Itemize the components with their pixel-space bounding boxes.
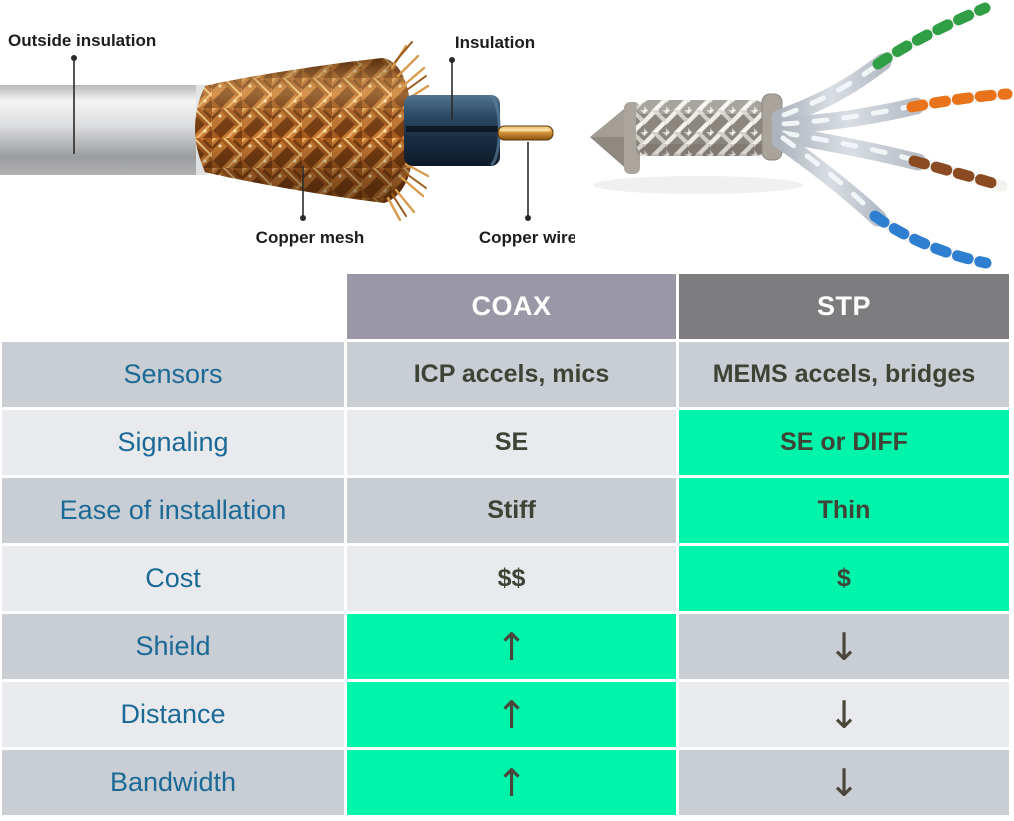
coax-column-header: COAX: [347, 274, 676, 339]
coax-value-cell: ↑: [347, 750, 676, 815]
comparison-table: COAX STP Sensors ICP accels, mics MEMS a…: [2, 274, 1009, 815]
coax-value-cell: $$: [347, 546, 676, 611]
coax-value-cell: ↑: [347, 682, 676, 747]
row-label-cell: Sensors: [2, 342, 344, 407]
stp-cable-image: [590, 2, 1013, 269]
stp-value-cell: ↓: [679, 682, 1009, 747]
coax-value-cell: ↑: [347, 614, 676, 679]
coax-copper-mesh: [195, 41, 433, 222]
coax-copper-wire: [497, 125, 554, 141]
blue-white-pair: [771, 131, 992, 269]
stp-braided-shield: [636, 100, 768, 156]
stp-value-cell: SE or DIFF: [679, 410, 1009, 475]
row-label-cell: Shield: [2, 614, 344, 679]
outside-insulation-callout: Outside insulation: [8, 31, 156, 154]
copper-mesh-callout: Copper mesh: [256, 166, 365, 247]
corner-cell: [2, 274, 344, 339]
row-label-cell: Ease of installation: [2, 478, 344, 543]
coax-outer-jacket: [0, 85, 220, 175]
row-label-cell: Cost: [2, 546, 344, 611]
insulation-callout: Insulation: [449, 33, 535, 120]
coax-cable-image: Outside insulation Insulation Copper mes…: [0, 31, 575, 247]
row-label-cell: Distance: [2, 682, 344, 747]
copper-wire-label: Copper wire: [479, 228, 575, 247]
cable-shadow: [593, 176, 803, 194]
stp-value-cell: ↓: [679, 614, 1009, 679]
copper-wire-callout: Copper wire: [479, 142, 575, 247]
coax-value-cell: SE: [347, 410, 676, 475]
copper-mesh-label: Copper mesh: [256, 228, 365, 247]
stp-value-cell: ↓: [679, 750, 1009, 815]
brown-white-pair: [771, 125, 1008, 192]
green-white-pair: [771, 2, 991, 127]
coax-value-cell: ICP accels, mics: [347, 342, 676, 407]
stp-column-header: STP: [679, 274, 1009, 339]
outside-insulation-label: Outside insulation: [8, 31, 156, 50]
stp-value-cell: Thin: [679, 478, 1009, 543]
stp-tip: [590, 102, 640, 174]
coax-value-cell: Stiff: [347, 478, 676, 543]
stp-value-cell: MEMS accels, bridges: [679, 342, 1009, 407]
insulation-label: Insulation: [455, 33, 535, 52]
stp-value-cell: $: [679, 546, 1009, 611]
row-label-cell: Signaling: [2, 410, 344, 475]
row-label-cell: Bandwidth: [2, 750, 344, 815]
orange-white-pair: [771, 88, 1013, 135]
